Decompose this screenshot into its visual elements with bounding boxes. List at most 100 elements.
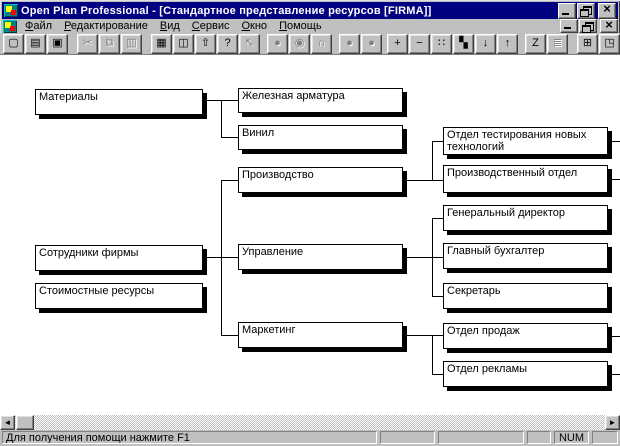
copy-button[interactable]: ⧉ [99, 33, 120, 54]
arrow-up-icon: ↑ [504, 37, 511, 49]
scissors-icon: ✂ [82, 37, 93, 49]
page-magnifier-icon: ◫ [178, 37, 189, 49]
minus-icon: − [416, 37, 423, 49]
tree-node-chief-accountant[interactable]: Главный бухгалтер [443, 243, 608, 269]
open-folder-icon: ▤ [30, 37, 41, 49]
sort-button[interactable]: Z [525, 33, 546, 54]
new-file-button[interactable]: ▢ [3, 33, 24, 54]
menu-item-1[interactable]: Редактирование [64, 20, 148, 32]
layout-button[interactable]: ≣ [547, 33, 568, 54]
new-file-icon: ▢ [8, 37, 19, 49]
tree-connector-line [432, 141, 443, 142]
printer-icon: ▦ [156, 37, 167, 49]
tree-connector-line [403, 257, 443, 258]
resource-tool-3-button[interactable]: ∩ [311, 33, 332, 54]
tree-node-label: Производство [242, 169, 314, 181]
context-help-button[interactable]: ↖ [239, 33, 260, 54]
tree-node-label: Маркетинг [242, 324, 296, 336]
tree-node-new-tech-testing-dept[interactable]: Отдел тестирования новых технологий [443, 127, 608, 155]
child-restore-button[interactable] [579, 19, 597, 33]
arrow-left-icon: ◄ [3, 417, 12, 427]
outline-button[interactable]: ▚ [453, 33, 474, 54]
child-minimize-button[interactable] [560, 19, 578, 33]
resource-tool-2-button[interactable]: ◉ [289, 33, 310, 54]
layers-icon: ≣ [552, 37, 563, 49]
menu-item-2[interactable]: Вид [159, 20, 180, 32]
tree-node-sales-dept[interactable]: Отдел продаж [443, 323, 608, 349]
arrow-right-icon: ► [608, 417, 617, 427]
toolbar-group-3: ●◉∩ [267, 33, 333, 54]
linked-dots-icon: ∷ [438, 37, 445, 49]
tree-node-general-director[interactable]: Генеральный директор [443, 205, 608, 231]
floppy-disk-icon: ▣ [52, 37, 63, 49]
toolbar-group-2: ▦ ◫ ⇧?↖ [151, 33, 261, 54]
window-title: Open Plan Professional - [Стандартное пр… [21, 4, 432, 17]
minimize-button[interactable] [558, 2, 576, 19]
print-preview-button[interactable]: ◫ [173, 33, 194, 54]
restore-button[interactable] [577, 2, 595, 19]
tree-node-vinyl[interactable]: Винил [238, 125, 403, 150]
tree-connector-line [221, 137, 238, 138]
open-file-button[interactable]: ▤ [25, 33, 46, 54]
move-up-button[interactable]: ↑ [497, 33, 518, 54]
resource-tool-4-button[interactable]: ● [339, 33, 360, 54]
child-close-button[interactable] [600, 18, 618, 33]
tree-node-production[interactable]: Производство [238, 167, 403, 193]
update-view-button[interactable]: ⇧ [195, 33, 216, 54]
tree-connector-line [432, 374, 443, 375]
menu-item-0[interactable]: Файл [25, 20, 53, 32]
tree-connector-line [432, 296, 443, 297]
fit-view-button[interactable]: ◳ [599, 33, 620, 54]
app-icon[interactable] [4, 4, 18, 17]
toolbar-group-5: +− ∷ ▚ ↓ ↑ [387, 33, 519, 54]
tree-node-secretary[interactable]: Секретарь [443, 283, 608, 309]
menu-bar: Файл Редактирование Вид Сервис Окно Помощь [2, 18, 618, 33]
menu-item-5[interactable]: Помощь [279, 20, 322, 32]
help-button[interactable]: ? [217, 33, 238, 54]
tree-node-marketing[interactable]: Маркетинг [238, 322, 403, 348]
add-node-button[interactable]: + [387, 33, 408, 54]
tree-connector-line [221, 180, 222, 336]
close-button[interactable] [598, 2, 616, 19]
tree-connector-line [432, 141, 433, 181]
tree-node-management[interactable]: Управление [238, 244, 403, 270]
grid-view-button[interactable]: ⊞ [577, 33, 598, 54]
tree-node-label: Отдел рекламы [447, 363, 528, 375]
scroll-right-button[interactable]: ► [605, 415, 620, 430]
tree-node-materials[interactable]: Материалы [35, 89, 203, 115]
tree-node-cost-resources[interactable]: Стоимостные ресурсы [35, 283, 203, 309]
status-panel-3 [438, 431, 524, 444]
tree-node-iron-rebar[interactable]: Железная арматура [238, 88, 403, 113]
tree-node-advertising-dept[interactable]: Отдел рекламы [443, 361, 608, 387]
child-window-menu-icon[interactable] [3, 19, 17, 33]
menu-item-4[interactable]: Окно [241, 20, 268, 32]
print-button[interactable]: ▦ [151, 33, 172, 54]
link-nodes-button[interactable]: ∷ [431, 33, 452, 54]
filled-circle-icon: ● [346, 37, 353, 49]
tree-connector-line [221, 100, 222, 138]
tree-connector-line [221, 335, 238, 336]
tree-node-label: Управление [242, 246, 304, 258]
tree-node-company-staff[interactable]: Сотрудники фирмы [35, 245, 203, 271]
horizontal-scrollbar[interactable]: ◄ ► [0, 415, 620, 430]
tree-node-production-dept[interactable]: Производственный отдел [443, 165, 608, 193]
save-button[interactable]: ▣ [47, 33, 68, 54]
move-down-button[interactable]: ↓ [475, 33, 496, 54]
resource-tool-5-button[interactable]: ● [361, 33, 382, 54]
resource-tool-1-button[interactable]: ● [267, 33, 288, 54]
paste-button[interactable]: ▥ [121, 33, 142, 54]
remove-node-button[interactable]: − [409, 33, 430, 54]
tree-node-label: Железная арматура [242, 90, 345, 102]
step-blocks-icon: ▚ [459, 37, 468, 49]
scroll-left-button[interactable]: ◄ [0, 415, 15, 430]
tree-node-label: Генеральный директор [447, 207, 565, 219]
scrollbar-thumb[interactable] [16, 415, 34, 430]
letter-z-icon: Z [532, 37, 539, 49]
menu-item-3[interactable]: Сервис [191, 20, 230, 32]
cut-button[interactable]: ✂ [77, 33, 98, 54]
toolbar-group-4: ●● [339, 33, 383, 54]
filled-circle-icon: ● [368, 37, 375, 49]
chart-arrow-icon: ⇧ [200, 37, 211, 49]
